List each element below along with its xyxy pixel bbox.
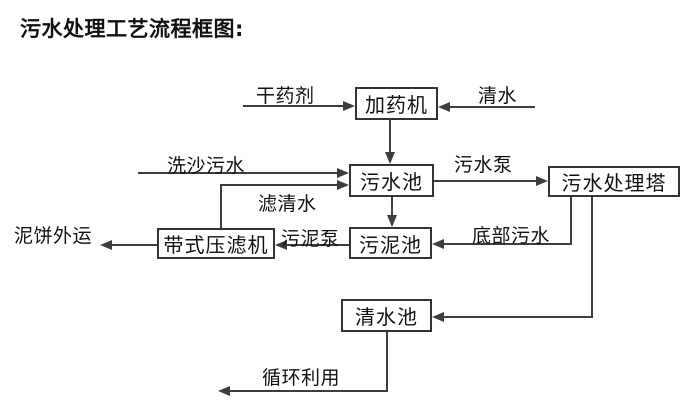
connector-filtered-water-horizontal bbox=[220, 184, 338, 186]
connector-bottom-sewage-horizontal bbox=[444, 243, 572, 245]
arrowhead-down-icon bbox=[387, 215, 397, 227]
arrowhead-left-icon bbox=[432, 312, 444, 322]
arrowhead-right-icon bbox=[337, 180, 349, 190]
arrowhead-right-icon bbox=[343, 101, 355, 111]
arrowhead-left-icon bbox=[438, 102, 450, 112]
arrowhead-down-icon bbox=[385, 152, 395, 164]
flow-label-bottom-sewage: 底部污水 bbox=[472, 225, 551, 247]
connector-clear-water bbox=[450, 106, 535, 108]
node-clear-water-pool: 清水池 bbox=[341, 299, 432, 332]
connector-dosing-to-sewage bbox=[389, 120, 391, 153]
flow-label-sand-wash-sewage: 洗沙污水 bbox=[167, 155, 246, 177]
arrowhead-left-icon bbox=[275, 240, 287, 250]
flow-label-dry-agent: 干药剂 bbox=[256, 85, 315, 107]
connector-sewage-pump bbox=[434, 180, 537, 182]
arrowhead-left-icon bbox=[218, 386, 230, 396]
node-belt-filter-press: 带式压滤机 bbox=[157, 228, 275, 259]
connector-mud-cake-out bbox=[112, 244, 157, 246]
flow-label-filtered-water: 滤清水 bbox=[258, 193, 317, 215]
flow-label-mud-cake-out: 泥饼外运 bbox=[14, 225, 93, 247]
connector-recycle-vertical bbox=[386, 332, 388, 392]
flow-label-sewage-pump: 污水泵 bbox=[454, 154, 513, 176]
connector-sludge-pump bbox=[287, 244, 349, 246]
connector-recycle-horizontal bbox=[230, 390, 388, 392]
arrowhead-right-icon bbox=[536, 176, 548, 186]
node-sludge-pool: 污泥池 bbox=[349, 227, 432, 259]
flow-label-sludge-pump: 污泥泵 bbox=[281, 228, 340, 250]
page-title: 污水处理工艺流程框图: bbox=[20, 17, 244, 41]
arrowhead-right-icon bbox=[337, 168, 349, 178]
connector-bottom-sewage-vertical bbox=[570, 197, 572, 245]
connector-dry-agent bbox=[243, 105, 344, 107]
flow-label-recycle-use: 循环利用 bbox=[262, 367, 341, 389]
connector-filtered-water-vertical bbox=[220, 184, 222, 228]
node-treatment-tower: 污水处理塔 bbox=[548, 166, 680, 197]
node-dosing-machine: 加药机 bbox=[355, 87, 438, 120]
flow-label-clear-water: 清水 bbox=[478, 85, 518, 107]
connector-tower-to-clear-horizontal bbox=[444, 316, 593, 318]
connector-sand-wash-sewage bbox=[138, 172, 338, 174]
connector-sewage-to-sludge bbox=[391, 197, 393, 216]
connector-tower-to-clear-vertical bbox=[591, 197, 593, 318]
arrowhead-left-icon bbox=[100, 240, 112, 250]
node-sewage-pool: 污水池 bbox=[349, 164, 434, 197]
arrowhead-left-icon bbox=[432, 239, 444, 249]
